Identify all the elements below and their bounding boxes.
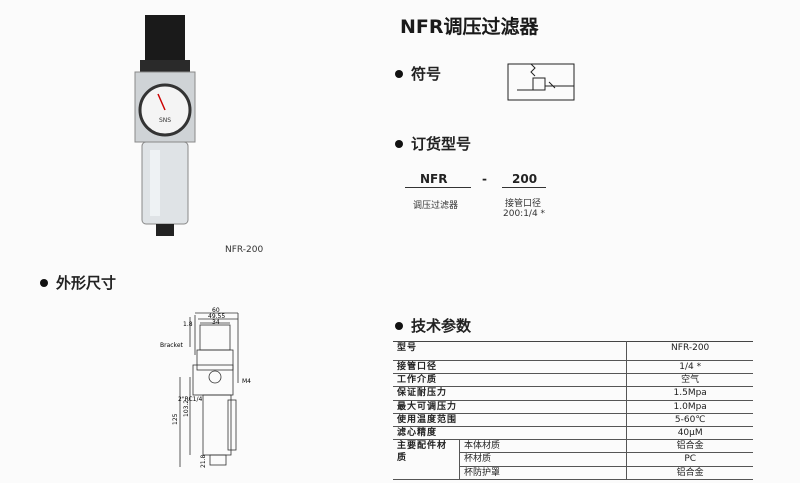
dim-60: 60	[212, 307, 220, 314]
material-value: PC	[626, 452, 753, 467]
port-label: 2"RC1/4	[178, 396, 202, 403]
series-desc: 调压过滤器	[413, 201, 459, 211]
header-value: NFR-200	[626, 341, 753, 361]
page-title: NFR调压过滤器	[400, 16, 539, 38]
order-size: 200	[512, 172, 538, 186]
bullet-icon	[395, 321, 403, 330]
row-label: 保证耐压力	[393, 386, 627, 401]
dim-103-2: 103.2	[183, 400, 190, 417]
row-label: 使用温度范围	[393, 413, 627, 427]
section-order-heading: 订货型号	[411, 135, 472, 153]
row-label: 接管口径	[393, 360, 627, 375]
material-value: 铝合金	[626, 439, 753, 454]
row-label: 最大可调压力	[393, 400, 627, 414]
table-row: 杯防护罩铝合金	[393, 466, 753, 480]
section-dimensions: 外形尺寸	[40, 272, 116, 293]
regulator-filter-symbol	[507, 63, 575, 101]
materials-label: 主要配件材质	[393, 439, 460, 480]
m4-label: M4	[242, 378, 251, 385]
bullet-icon	[395, 69, 403, 78]
row-label: 滤心精度	[393, 426, 627, 441]
row-value: 40μM	[626, 426, 753, 441]
size-desc: 接管口径	[505, 199, 542, 209]
order-dash: -	[482, 172, 487, 186]
dimension-drawing: 60 49.55 34 1.8 Bracket M4 2"RC1/4 125 1…	[160, 307, 251, 468]
product-label: NFR-200	[225, 245, 264, 255]
dim-34: 34	[212, 319, 220, 326]
material-part: 本体材质	[458, 439, 627, 454]
section-dimensions-heading: 外形尺寸	[56, 274, 117, 292]
row-value: 5-60℃	[626, 413, 753, 427]
size-value: 200:1/4 *	[503, 209, 546, 219]
dim-125: 125	[172, 413, 179, 425]
bracket-label: Bracket	[160, 342, 184, 349]
divider	[502, 187, 546, 188]
dim-49-55: 49.55	[208, 313, 225, 320]
row-label: 工作介质	[393, 373, 627, 388]
dim-1-8: 1.8	[183, 321, 193, 328]
bullet-icon	[40, 278, 48, 287]
section-symbol-heading: 符号	[411, 65, 442, 83]
table-row: 工作介质空气	[393, 373, 753, 388]
row-value: 1.5Mpa	[626, 386, 753, 401]
section-specs: 技术参数	[395, 315, 471, 336]
material-value: 铝合金	[626, 466, 753, 480]
row-value: 1/4 *	[626, 360, 753, 375]
row-value: 1.0Mpa	[626, 400, 753, 414]
order-series: NFR	[420, 172, 448, 186]
section-symbol: 符号	[395, 63, 441, 84]
header-label: 型号	[393, 341, 627, 361]
gauge-text: SNS	[159, 117, 171, 124]
material-part: 杯材质	[458, 452, 627, 467]
table-row: 主要配件材质本体材质铝合金	[393, 439, 753, 480]
divider	[405, 187, 471, 188]
dim-21-8: 21.8	[200, 454, 207, 468]
material-part: 杯防护罩	[458, 466, 627, 480]
product-photo: SNS	[134, 15, 196, 236]
section-order: 订货型号	[395, 133, 471, 154]
bullet-icon	[395, 139, 403, 148]
section-specs-heading: 技术参数	[411, 317, 472, 335]
row-value: 空气	[626, 373, 753, 388]
